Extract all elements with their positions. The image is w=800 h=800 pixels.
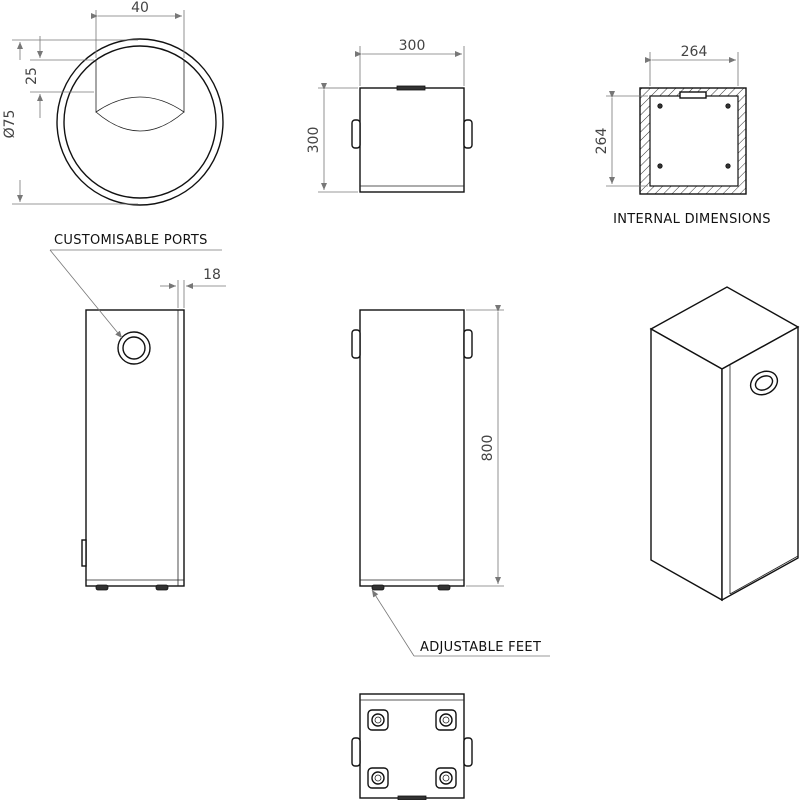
iso-port-outer [749,370,779,396]
callout-leader [371,589,415,657]
side-view-port-edge [81,539,87,567]
internal-dim-height: 264 [594,128,610,155]
top-view: 300 300 [306,38,473,193]
port-detail-view: 40 25 Ø75 [2,0,224,206]
top-view-port-right [463,119,473,149]
top-dim-width: 300 [399,38,426,54]
bottom-view-foot [367,767,389,789]
callout-leader [49,249,123,339]
port-inner-ring [63,45,217,199]
port-cutout [95,60,185,113]
internal-dim-width: 264 [681,44,708,60]
iso-base-line [729,555,799,595]
internal-lid-tab [679,91,707,99]
adjustable-feet-callout: ADJUSTABLE FEET [420,640,541,655]
port-dim-height: 25 [24,67,40,85]
internal-fixing-hole [725,163,731,169]
front-view-foot [437,584,451,591]
iso-front-face [650,327,723,602]
internal-section-view: 264 264 INTERNAL DIMENSIONS [594,44,771,227]
bottom-view-port-right [463,737,473,767]
side-dim-thickness: 18 [203,267,221,283]
top-view-lid-tab [396,85,426,91]
front-view: 800 ADJUSTABLE FEET [351,305,550,657]
front-view-body [359,309,465,587]
bottom-view-port-left [351,737,361,767]
side-view-foot [155,584,169,591]
port-dim-width: 40 [131,0,149,16]
front-view-foot [371,584,385,591]
bottom-view-tab [397,795,427,800]
port-outer-ring [56,38,224,206]
internal-fixing-hole [725,103,731,109]
port-dim-diameter: Ø75 [2,110,18,139]
side-view-body [85,309,185,587]
side-view-foot [95,584,109,591]
top-dim-height: 300 [306,127,322,154]
side-view: CUSTOMISABLE PORTS 18 [49,233,226,591]
front-view-port-right [463,329,473,359]
front-view-port-left [351,329,361,359]
side-view-port-inner [122,336,146,360]
top-view-body [359,87,465,193]
side-view-port-outer [117,331,151,365]
iso-port-inner [754,375,774,391]
internal-fixing-hole [657,103,663,109]
isometric-view [649,286,800,602]
iso-side-face [721,325,799,602]
port-cutout-lower [95,111,185,132]
top-view-port-left [351,119,361,149]
bottom-view-foot [367,709,389,731]
bottom-view [351,693,473,800]
customisable-ports-callout: CUSTOMISABLE PORTS [54,233,208,248]
bottom-view-foot [435,709,457,731]
front-dim-height: 800 [480,435,496,462]
internal-fixing-hole [657,163,663,169]
internal-dimensions-caption: INTERNAL DIMENSIONS [613,212,771,227]
internal-cavity [649,95,739,187]
bottom-view-foot [435,767,457,789]
